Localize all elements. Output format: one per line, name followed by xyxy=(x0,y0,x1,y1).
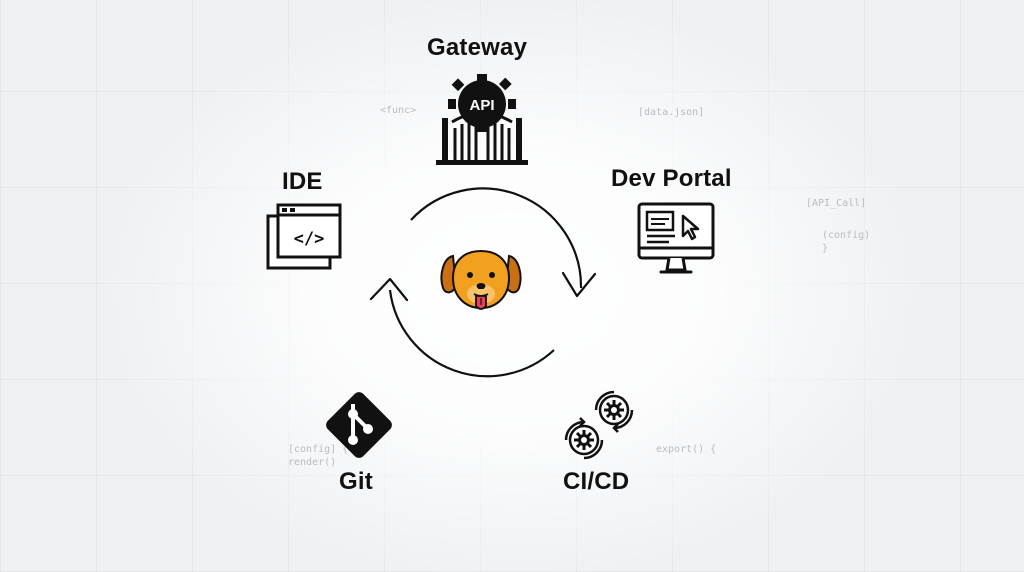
dog-head-icon xyxy=(440,249,522,310)
svg-text:</>: </> xyxy=(294,229,325,249)
bg-code-func: <func> xyxy=(380,105,417,116)
code-window-icon: </> xyxy=(266,203,342,270)
svg-text:API: API xyxy=(469,97,494,114)
dev-portal-label: Dev Portal xyxy=(611,165,732,192)
api-gateway-icon: API xyxy=(436,74,528,165)
gears-cycle-icon xyxy=(564,390,634,460)
bg-code-render: [config] { render() xyxy=(288,444,349,468)
git-label: Git xyxy=(339,468,373,495)
bg-code-config: (config) } xyxy=(822,230,871,254)
bg-code-data-json: [data.json] xyxy=(638,107,705,118)
bg-code-export: export() { xyxy=(656,444,717,455)
cicd-label: CI/CD xyxy=(563,468,630,495)
ide-label: IDE xyxy=(282,168,323,195)
gateway-label: Gateway xyxy=(427,34,528,61)
git-logo-icon xyxy=(326,392,392,458)
bg-code-api-call: [API_Call] xyxy=(806,198,867,209)
monitor-cursor-icon xyxy=(637,202,715,274)
